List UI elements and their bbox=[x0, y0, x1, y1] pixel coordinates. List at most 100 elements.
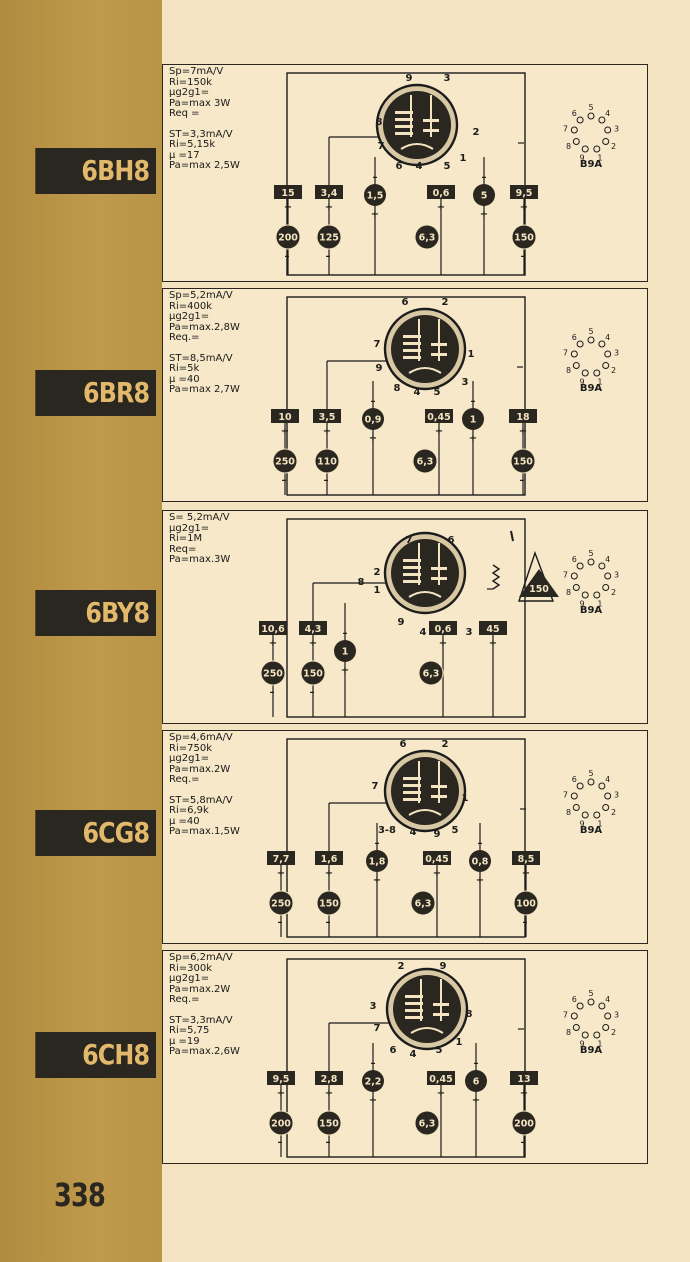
spec-line: Sp=5,2mA/V bbox=[169, 290, 233, 301]
tube-label-6ch8: 6CH8 bbox=[35, 1032, 156, 1078]
tube-shading bbox=[393, 975, 461, 1043]
supply-value: 200 bbox=[278, 233, 298, 244]
pin-number: 3 bbox=[370, 1001, 377, 1012]
wiring-frame bbox=[286, 958, 526, 1158]
base-pin bbox=[572, 584, 580, 591]
wiring-frame bbox=[286, 296, 526, 496]
base-pin bbox=[604, 126, 612, 134]
current-dot bbox=[334, 640, 356, 662]
pin-number: 2 bbox=[374, 567, 381, 578]
base-type-label: B9A bbox=[580, 159, 603, 170]
tube-shading bbox=[391, 539, 459, 607]
polarity-sign: + bbox=[520, 202, 528, 213]
tube-label-6bh8: 6BH8 bbox=[35, 148, 156, 194]
voltage-box bbox=[427, 185, 455, 199]
pin-number: 1 bbox=[468, 349, 475, 360]
polarity-sign: + bbox=[437, 1088, 445, 1099]
pin-number: 4 bbox=[410, 1049, 417, 1060]
base-pin-number: 6 bbox=[572, 995, 577, 1004]
base-pin bbox=[598, 116, 606, 124]
base-pin bbox=[602, 1024, 610, 1031]
spec-line: Ri=5,15k bbox=[169, 139, 216, 150]
voltage-value: 0,6 bbox=[435, 624, 452, 635]
spec-line: µ =17 bbox=[169, 149, 200, 161]
base-pin bbox=[576, 340, 584, 348]
base-pin bbox=[576, 562, 584, 570]
spec-line: µ =19 bbox=[169, 1035, 200, 1047]
spec-line: Ri=5,75 bbox=[169, 1025, 210, 1036]
base-pin-number: 4 bbox=[605, 555, 610, 564]
capacitor-plate bbox=[510, 530, 514, 542]
pin-number: 4 bbox=[410, 827, 417, 838]
spec-line: Pa=max.2,6W bbox=[169, 1046, 240, 1057]
supply-dot bbox=[511, 1110, 537, 1136]
voltage-box bbox=[315, 1071, 343, 1085]
voltage-value: 7,7 bbox=[273, 854, 290, 865]
current-dot bbox=[366, 850, 388, 872]
pin-number: 1 bbox=[460, 153, 467, 164]
base-type-label: B9A bbox=[580, 1045, 603, 1056]
pin-number: 5 bbox=[444, 161, 451, 172]
current-dot bbox=[465, 1070, 487, 1092]
spec-line: ST=3,3mA/V bbox=[169, 128, 233, 140]
grid-electrode bbox=[405, 1002, 423, 1005]
heater-filament bbox=[408, 809, 442, 816]
base-outline bbox=[570, 558, 612, 600]
base-pin-number: 8 bbox=[566, 142, 571, 151]
current-value: 1 bbox=[342, 647, 349, 658]
pin-number: 3 bbox=[444, 73, 451, 84]
pin-number: 6 bbox=[396, 161, 403, 172]
polarity-sign: + bbox=[369, 1095, 377, 1106]
voltage-value: 8,5 bbox=[518, 854, 535, 865]
base-pin bbox=[602, 138, 610, 145]
spec-line: S= 5,2mA/V bbox=[169, 512, 230, 523]
grid-electrode bbox=[395, 125, 413, 128]
pin-number: 9 bbox=[406, 73, 413, 84]
supply-value: 125 bbox=[319, 233, 339, 244]
base-pin-number: 3 bbox=[614, 1011, 619, 1020]
base-pin-number: 1 bbox=[597, 377, 602, 386]
voltage-value: 0,45 bbox=[427, 412, 450, 423]
base-pin-number: 4 bbox=[605, 109, 610, 118]
polarity-sign: + bbox=[437, 202, 445, 213]
polarity-sign: + bbox=[433, 868, 441, 879]
pin-number: 2 bbox=[398, 961, 405, 972]
polarity-sign: + bbox=[489, 638, 497, 649]
base-pin-number: 3 bbox=[614, 125, 619, 134]
spec-line: Ri=1M bbox=[169, 533, 203, 544]
supply-dot bbox=[414, 224, 440, 250]
pin-number: 8 bbox=[376, 117, 383, 128]
base-pin-number: 8 bbox=[566, 808, 571, 817]
base-pin bbox=[570, 1012, 578, 1020]
pin-number: 5 bbox=[452, 825, 459, 836]
spec-line: µg2g1= bbox=[169, 87, 210, 98]
current-dot bbox=[473, 184, 495, 206]
polarity-sign: + bbox=[519, 426, 527, 437]
pin-number: 6 bbox=[400, 739, 407, 750]
base-pin bbox=[598, 340, 606, 348]
polarity-sign: + bbox=[373, 875, 381, 886]
voltage-value: 18 bbox=[516, 412, 530, 423]
base-pin-number: 3 bbox=[614, 791, 619, 800]
voltage-value: 2,8 bbox=[321, 1074, 338, 1085]
supply-value: 6,3 bbox=[415, 899, 432, 910]
base-pin bbox=[602, 584, 610, 591]
voltage-box bbox=[313, 409, 341, 423]
pin-number: 1 bbox=[462, 793, 469, 804]
base-pin bbox=[604, 572, 612, 580]
current-value: 5 bbox=[481, 191, 488, 202]
supply-dot bbox=[268, 890, 294, 916]
voltage-value: 10 bbox=[278, 412, 292, 423]
supply-dot bbox=[272, 448, 298, 474]
tube-label-6by8: 6BY8 bbox=[35, 590, 156, 636]
base-pin-number: 2 bbox=[611, 588, 616, 597]
polarity-sign: – bbox=[521, 251, 526, 262]
voltage-value: 0,45 bbox=[429, 1074, 452, 1085]
base-pin bbox=[587, 112, 595, 120]
wiring-frame bbox=[286, 72, 526, 276]
spec-line: Pa=max.2W bbox=[169, 763, 231, 775]
base-pin-number: 4 bbox=[605, 775, 610, 784]
grid-electrode bbox=[403, 559, 421, 562]
base-pin-number: 1 bbox=[597, 153, 602, 162]
